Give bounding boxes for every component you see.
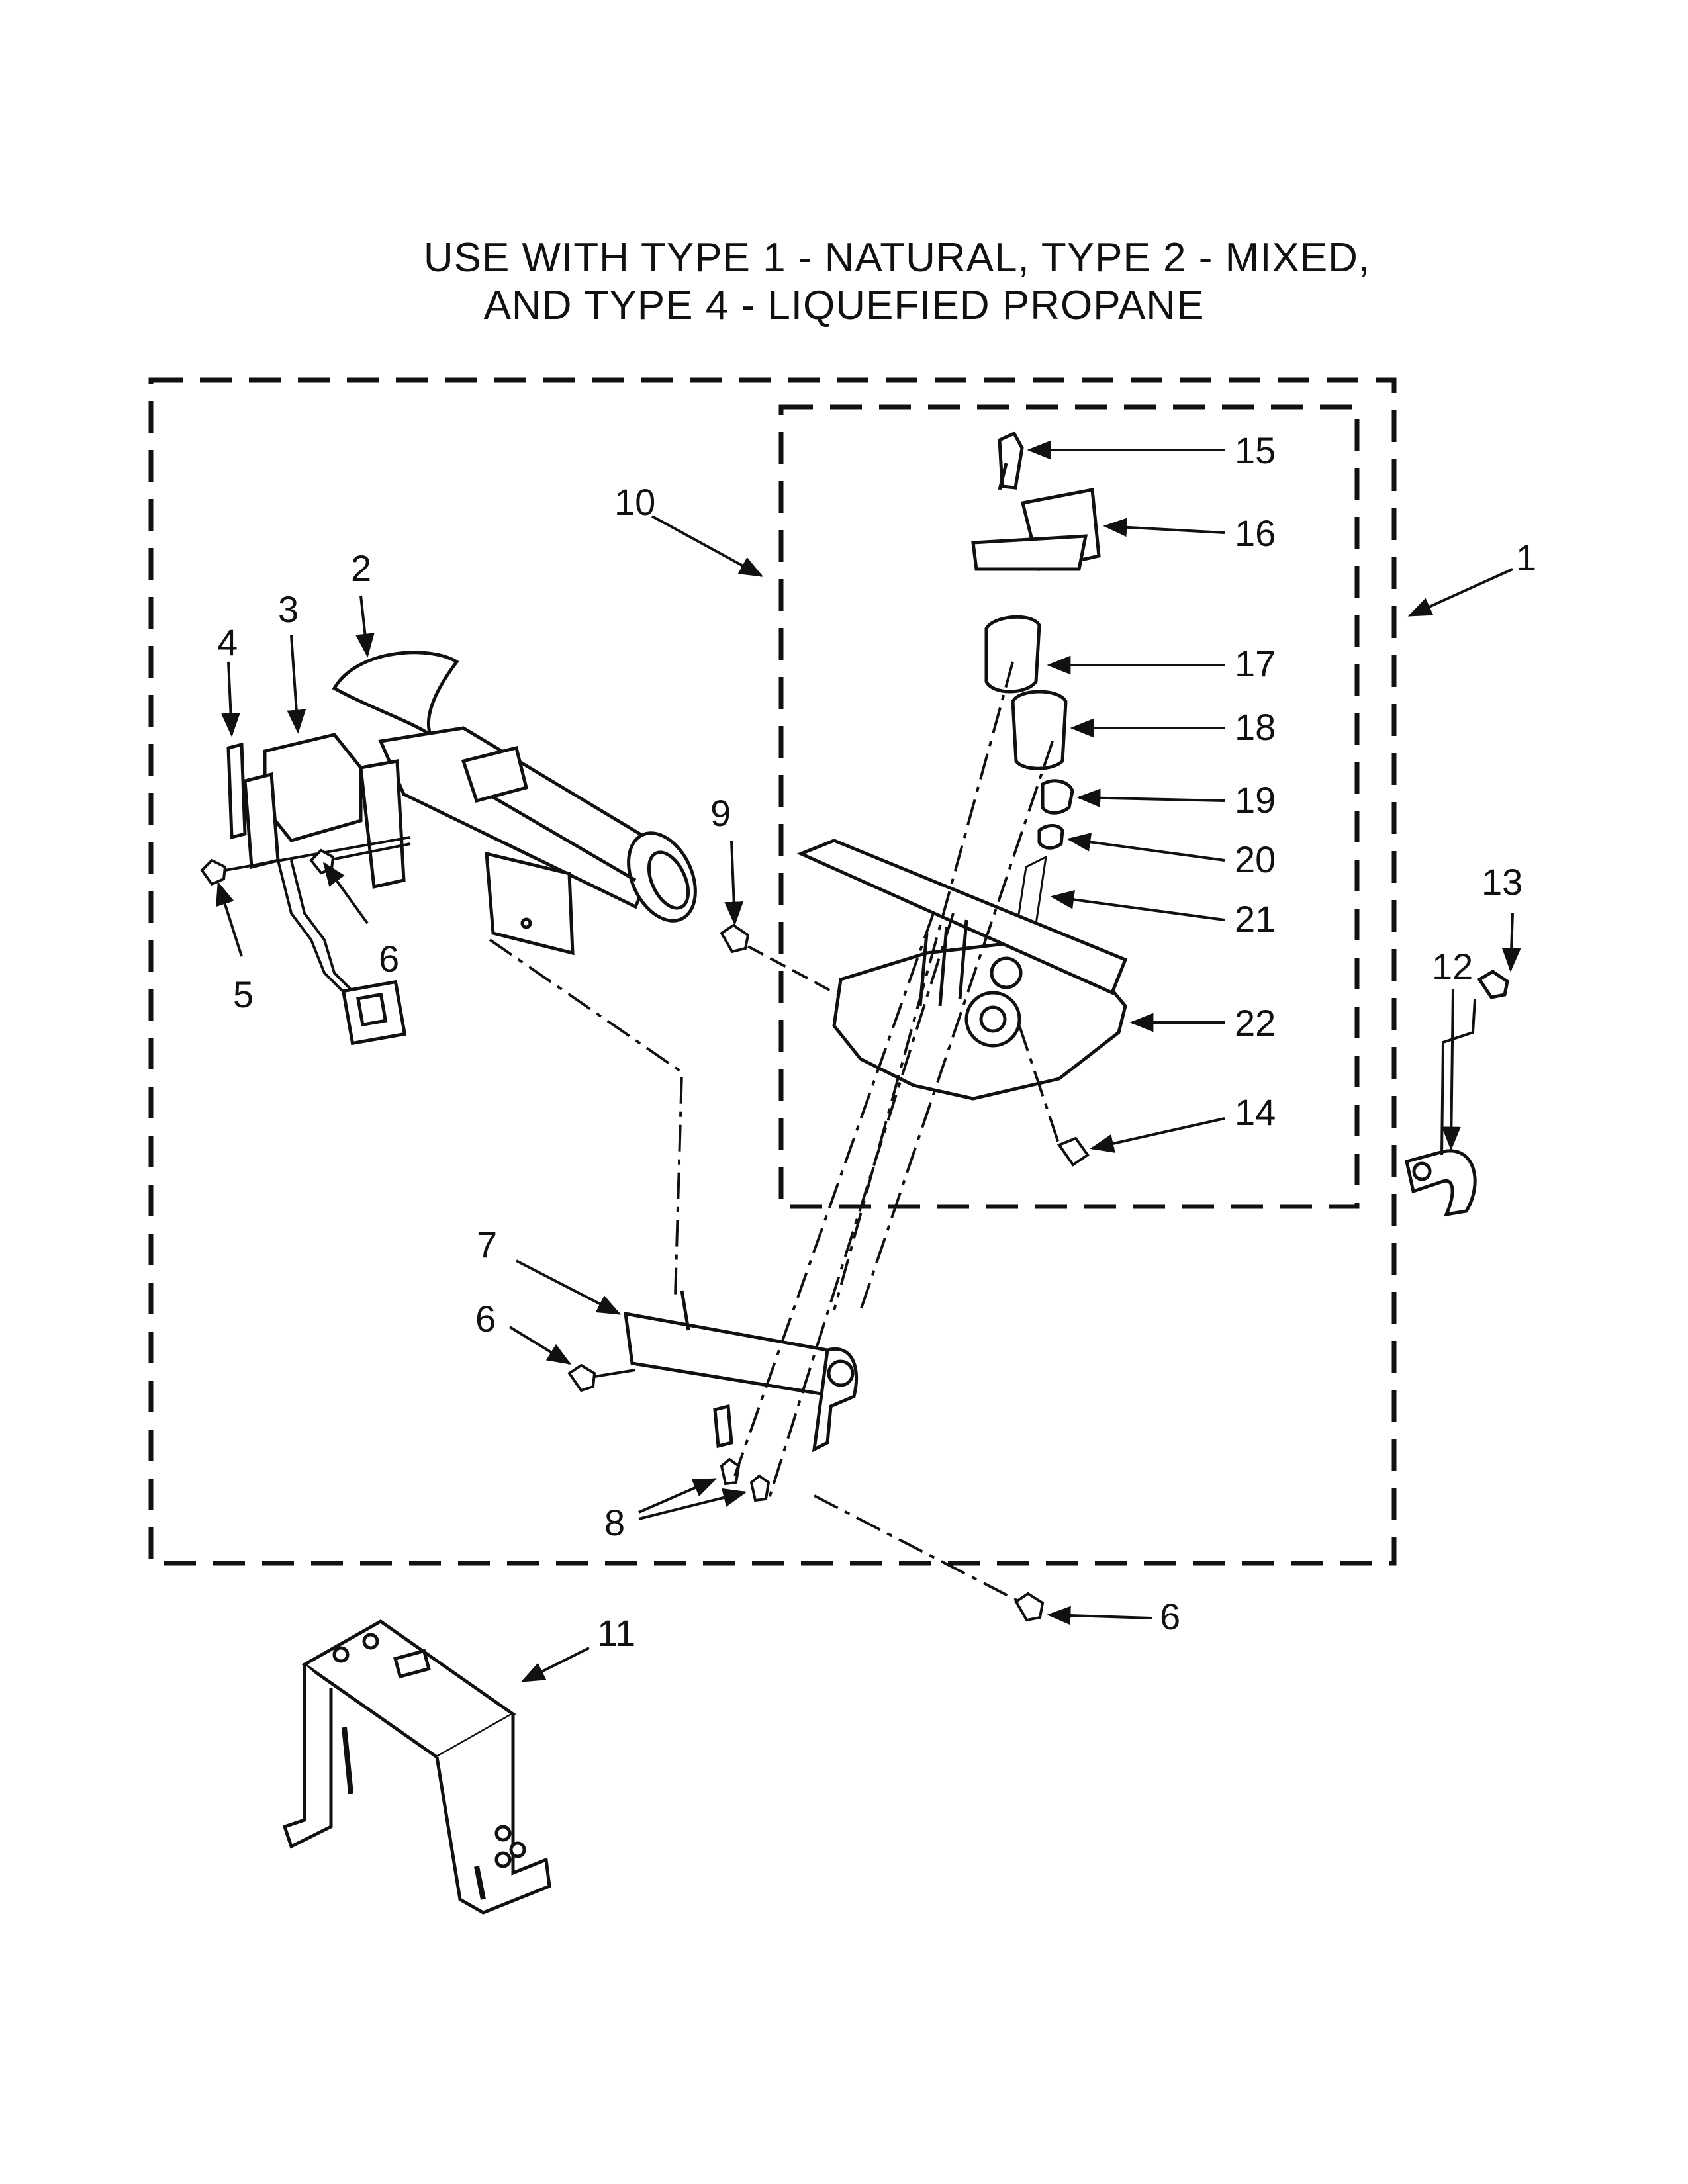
screw-part xyxy=(567,1363,636,1392)
clamp-part xyxy=(1405,970,1509,1217)
callout-leaders xyxy=(216,440,1521,1682)
outer-assembly-boundary xyxy=(148,377,1397,1566)
callout-6: 6 xyxy=(1160,1596,1180,1637)
callout-3: 3 xyxy=(278,588,299,630)
valve-bracket-part xyxy=(624,1290,859,1453)
callout-17: 17 xyxy=(1235,643,1276,684)
callout-15: 15 xyxy=(1235,430,1276,471)
screw-part xyxy=(720,923,841,997)
callout-21: 21 xyxy=(1235,898,1276,940)
mounting-bracket-part xyxy=(282,1619,551,1915)
callout-8: 8 xyxy=(604,1502,625,1543)
callout-19: 19 xyxy=(1235,779,1276,821)
alignment-lines xyxy=(489,661,1060,1603)
callout-6: 6 xyxy=(379,938,399,979)
callout-1: 1 xyxy=(1516,537,1536,578)
callout-2: 2 xyxy=(351,547,371,589)
igniter-bracket-part xyxy=(226,733,407,1046)
callout-10: 10 xyxy=(614,481,655,523)
valve-connector-part xyxy=(1056,1136,1090,1167)
callout-5: 5 xyxy=(233,974,254,1015)
diagram-title-line-2: AND TYPE 4 - LIQUEFIED PROPANE xyxy=(483,283,1205,328)
callout-7: 7 xyxy=(477,1224,497,1265)
diagram-title-line-1: USE WITH TYPE 1 - NATURAL, TYPE 2 - MIXE… xyxy=(423,235,1371,281)
screw-part xyxy=(720,1457,771,1502)
callout-11: 11 xyxy=(597,1612,635,1654)
callout-13: 13 xyxy=(1481,861,1523,903)
heat-shield-part xyxy=(485,851,575,956)
callout-14: 14 xyxy=(1235,1091,1276,1133)
screw-part xyxy=(1014,1592,1045,1622)
callout-22: 22 xyxy=(1235,1002,1276,1044)
callout-20: 20 xyxy=(1235,839,1276,880)
callout-16: 16 xyxy=(1235,512,1276,554)
callout-12: 12 xyxy=(1432,946,1473,987)
burner-tube-part xyxy=(332,651,697,923)
gas-valve-stack xyxy=(796,431,1128,1101)
callout-4: 4 xyxy=(217,621,238,663)
valve-assembly-boundary xyxy=(778,404,1360,1209)
callout-9: 9 xyxy=(710,792,731,834)
callout-labels: 1 2 3 4 5 6 6 6 7 8 9 10 11 12 13 14 15 … xyxy=(217,430,1536,1654)
callout-18: 18 xyxy=(1235,706,1276,748)
callout-6: 6 xyxy=(475,1298,496,1340)
